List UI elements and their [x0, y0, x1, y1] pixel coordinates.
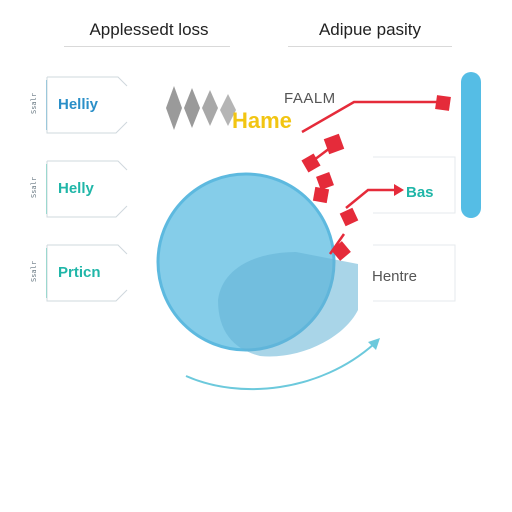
header-left-underline — [64, 46, 230, 47]
red-square-icon — [331, 241, 351, 261]
card-label: Helliy — [58, 96, 99, 113]
right-card-hentre — [372, 244, 456, 302]
label-hentre: Hentre — [372, 268, 418, 285]
card-frame — [46, 244, 128, 302]
curved-arrow-head — [368, 338, 380, 350]
red-arrow-head — [394, 184, 404, 196]
diamond-icon — [202, 90, 218, 126]
card-frame — [46, 76, 128, 134]
card-frame — [373, 244, 456, 302]
header-right-underline — [288, 46, 452, 47]
red-square-icon — [301, 153, 321, 173]
label-bas: Bas — [406, 184, 434, 201]
red-square-icon — [316, 172, 334, 190]
overlap-shape — [218, 252, 358, 357]
diamond-icon — [220, 94, 236, 126]
label-famlm: FAALM — [284, 90, 336, 107]
card-frame — [373, 156, 456, 214]
red-square-icon — [435, 95, 451, 111]
card-1[interactable]: Helliy — [46, 76, 128, 134]
red-square-icon — [323, 133, 345, 155]
label-hame: Hame — [232, 108, 292, 133]
diamond-icon — [166, 86, 182, 130]
right-card-bas — [372, 156, 456, 214]
red-square-icon — [339, 207, 359, 227]
header-left: Applessedt loss — [89, 20, 209, 39]
card-label: Prticn — [58, 264, 101, 281]
header-right: Adipue pasity — [318, 20, 422, 39]
red-square-icon-group — [301, 95, 451, 261]
diamond-icon-group — [166, 86, 236, 130]
card-frame — [46, 160, 128, 218]
diamond-icon — [184, 88, 200, 128]
red-square-icon — [312, 186, 330, 204]
curved-arrow — [185, 343, 375, 391]
vertical-bar-icon[interactable] — [461, 72, 481, 218]
card-2[interactable]: Helly — [46, 160, 128, 218]
card-label: Helly — [58, 180, 94, 197]
card-3[interactable]: Prticn — [46, 244, 128, 302]
